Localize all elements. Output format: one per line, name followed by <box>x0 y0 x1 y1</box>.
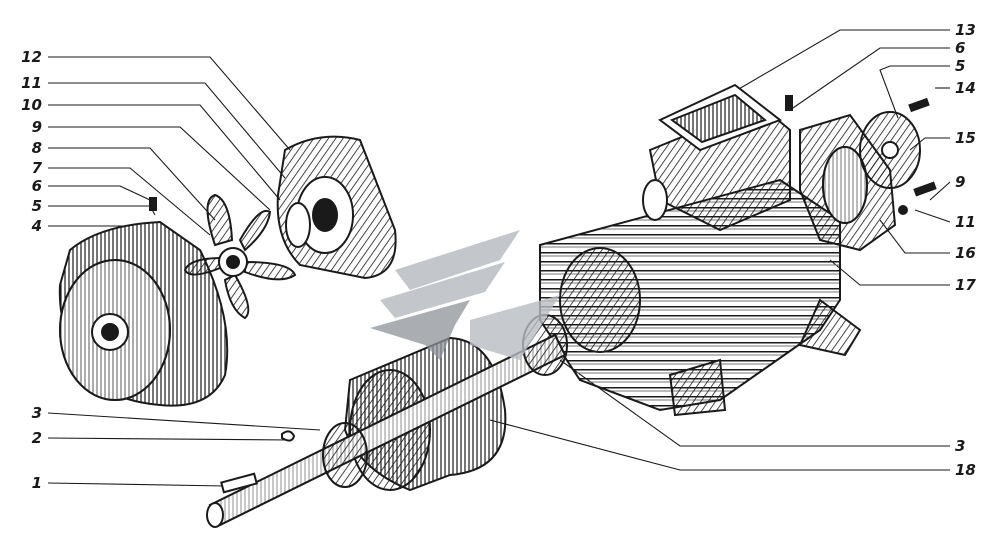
callout-left-11: 11 <box>21 74 42 92</box>
callout-left-10: 10 <box>21 96 42 114</box>
rear-bearing-shield <box>276 135 397 280</box>
leader-6-left <box>48 185 151 201</box>
fan <box>183 193 297 320</box>
watermark-logo <box>370 230 560 360</box>
leader-2 <box>47 437 291 441</box>
callout-right-15: 15 <box>955 129 976 147</box>
leader-11-right <box>914 209 951 223</box>
callout-left-8: 8 <box>31 139 42 157</box>
leader-5-right <box>879 65 950 119</box>
callout-left-2: 2 <box>31 429 42 447</box>
leader-7 <box>48 167 211 236</box>
stator-housing <box>539 83 862 417</box>
leader-1 <box>47 482 226 487</box>
leader-12 <box>48 56 291 151</box>
leader-9-right <box>929 181 951 201</box>
callout-right-14: 14 <box>955 79 976 97</box>
leader-13 <box>719 29 950 101</box>
callout-left-9: 9 <box>31 118 42 136</box>
callout-right-16: 16 <box>955 244 976 262</box>
callout-left-7: 7 <box>31 159 42 177</box>
leader-5-left <box>48 205 156 216</box>
callout-right-18: 18 <box>955 461 976 479</box>
leader-9-left <box>48 126 271 211</box>
bolts <box>149 95 937 215</box>
callout-right-17: 17 <box>955 276 976 294</box>
callout-right-6: 6 <box>955 39 966 57</box>
callout-left-5: 5 <box>31 197 42 215</box>
callout-right-5: 5 <box>955 57 966 75</box>
leader-11 <box>48 82 286 179</box>
leader-17 <box>829 259 950 286</box>
leader-10 <box>48 104 281 201</box>
callout-left-6: 6 <box>31 177 42 195</box>
leader-3-left <box>47 412 321 431</box>
callout-right-11: 11 <box>955 213 976 231</box>
callout-left-1: 1 <box>31 474 42 492</box>
shaft <box>206 314 568 528</box>
callout-right-3: 3 <box>955 437 966 455</box>
leader-18 <box>489 419 950 471</box>
leader-8 <box>48 147 216 221</box>
callout-left-12: 12 <box>21 48 42 66</box>
leader-3-right <box>559 359 950 447</box>
callout-right-9: 9 <box>955 173 966 191</box>
leader-16 <box>879 219 950 254</box>
bearing-cap <box>859 111 921 189</box>
leader-lines <box>47 29 951 487</box>
fan-cover <box>58 220 229 407</box>
callout-left-3: 3 <box>31 404 42 422</box>
leader-6-right <box>789 47 950 111</box>
callout-left-4: 4 <box>31 217 42 235</box>
callout-right-13: 13 <box>955 21 976 39</box>
